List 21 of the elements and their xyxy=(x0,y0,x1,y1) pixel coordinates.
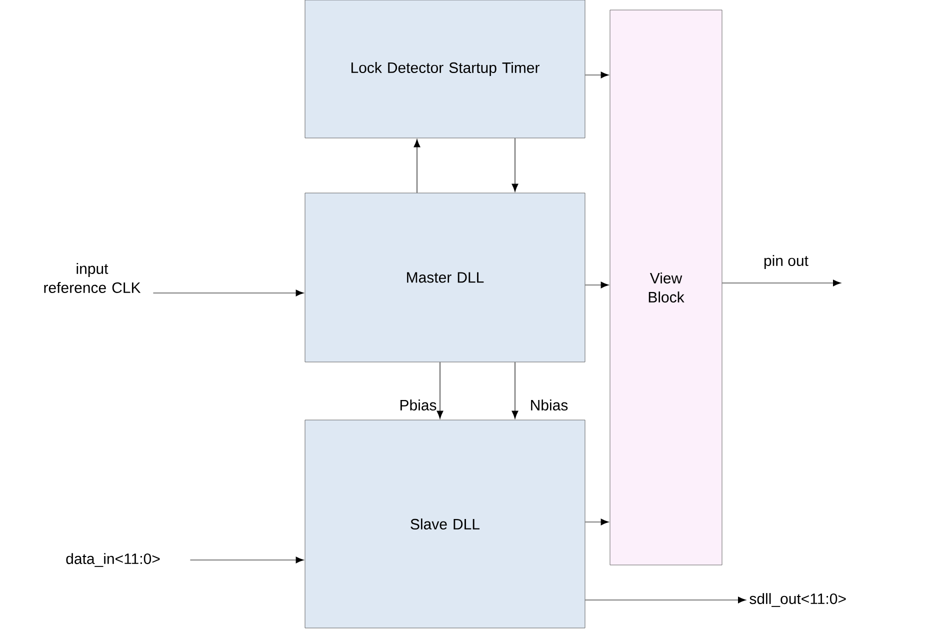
arrow xyxy=(584,282,609,288)
block-box: Slave DLL xyxy=(304,420,586,628)
arrow xyxy=(152,290,304,296)
arrow xyxy=(722,280,842,286)
block-box: Lock Detector Startup Timer xyxy=(304,0,586,138)
edge-label: Nbias xyxy=(531,400,568,410)
edge-label: pin out xyxy=(764,255,808,269)
block-box: Master DLL xyxy=(304,192,586,362)
signal-label: data_in<11:0> xyxy=(66,553,160,567)
arrow xyxy=(414,139,420,194)
signal-label: input reference CLK xyxy=(44,263,141,293)
arrow xyxy=(584,596,746,604)
arrow xyxy=(190,556,304,564)
arrow xyxy=(512,138,518,192)
arrow xyxy=(584,72,609,78)
edge-label: Pbias xyxy=(400,400,436,410)
arrow xyxy=(584,518,609,526)
view-block-box: View Block xyxy=(610,10,722,566)
signal-label: sdll_out<11:0> xyxy=(750,593,846,607)
arrow xyxy=(436,362,444,419)
arrow xyxy=(512,362,518,419)
